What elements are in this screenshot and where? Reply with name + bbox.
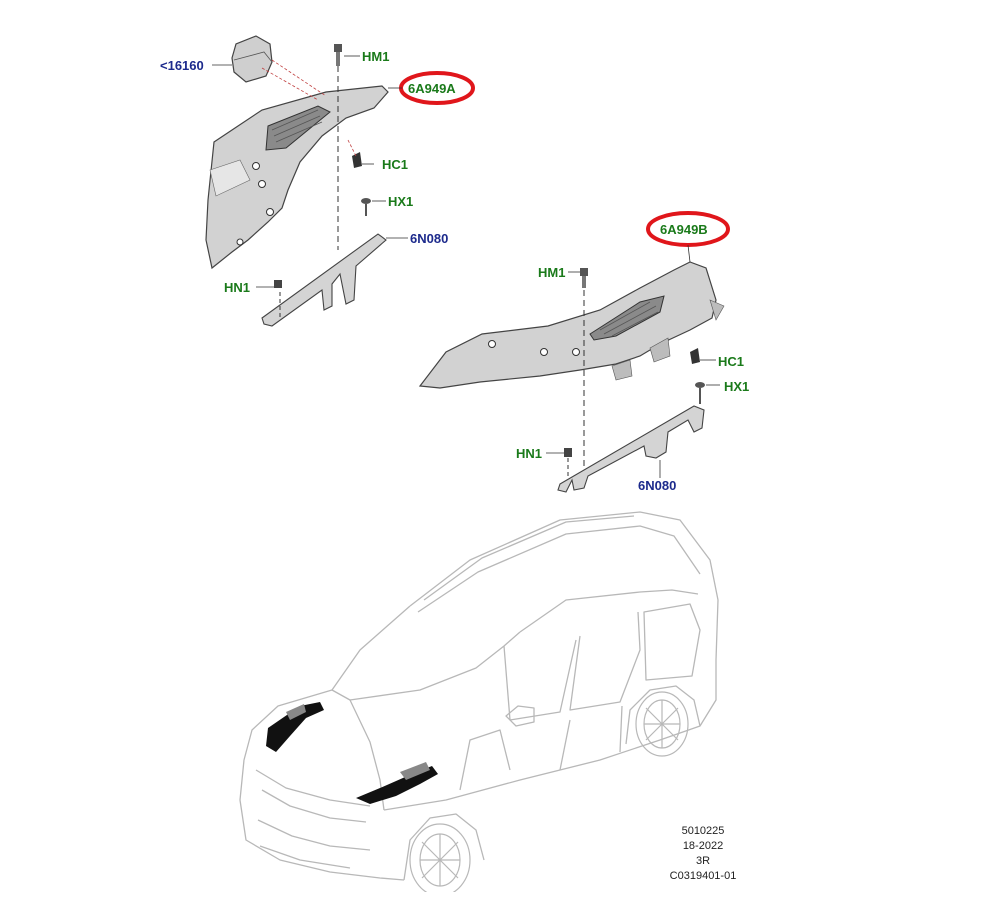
label-hx1-b: HX1: [724, 379, 749, 394]
cowl-panel-right: [418, 261, 725, 389]
reference-line-3: 3R: [695, 855, 711, 867]
nut-hn1-a: [256, 280, 282, 288]
label-6n080-b: 6N080: [638, 478, 676, 493]
reference-line-1: 5010225: [681, 825, 725, 837]
support-bar-6n080-b: [557, 405, 705, 493]
label-hc1-b: HC1: [718, 354, 744, 369]
label-hc1-a: HC1: [382, 157, 408, 172]
cowl-panel-left: [205, 85, 389, 270]
label-6n080-a: 6N080: [410, 231, 448, 246]
label-hn1-b: HN1: [516, 446, 542, 461]
label-part-6a949b: 6A949B: [660, 222, 708, 237]
bolt-hx1-b: [695, 382, 720, 404]
reference-block: 5010225 18-2022 3R C0319401-01: [658, 824, 748, 884]
nut-hn1-b: [546, 448, 572, 476]
vehicle-highlight-left-cowl: [266, 702, 324, 752]
push-pin-hm1-b: [568, 268, 588, 480]
label-part-6a949a: 6A949A: [408, 81, 456, 96]
clip-hc1-b: [690, 348, 716, 364]
label-hm1-b: HM1: [538, 265, 565, 280]
bracket-16160: [231, 35, 327, 101]
label-hn1-a: HN1: [224, 280, 250, 295]
label-hx1-a: HX1: [388, 194, 413, 209]
support-bar-6n080-a: [261, 233, 408, 327]
vehicle-outline: [239, 511, 719, 881]
reference-line-4: C0319401-01: [669, 870, 737, 882]
vehicle-highlight-right-cowl: [356, 762, 438, 804]
clip-hc1-a: [347, 139, 374, 168]
bolt-hx1-a: [361, 198, 386, 216]
label-ref-16160: <16160: [160, 58, 204, 73]
vehicle-wheels: [409, 691, 689, 897]
label-hm1-a: HM1: [362, 49, 389, 64]
push-pin-hm1-a: [334, 44, 360, 250]
reference-line-2: 18-2022: [682, 840, 724, 852]
